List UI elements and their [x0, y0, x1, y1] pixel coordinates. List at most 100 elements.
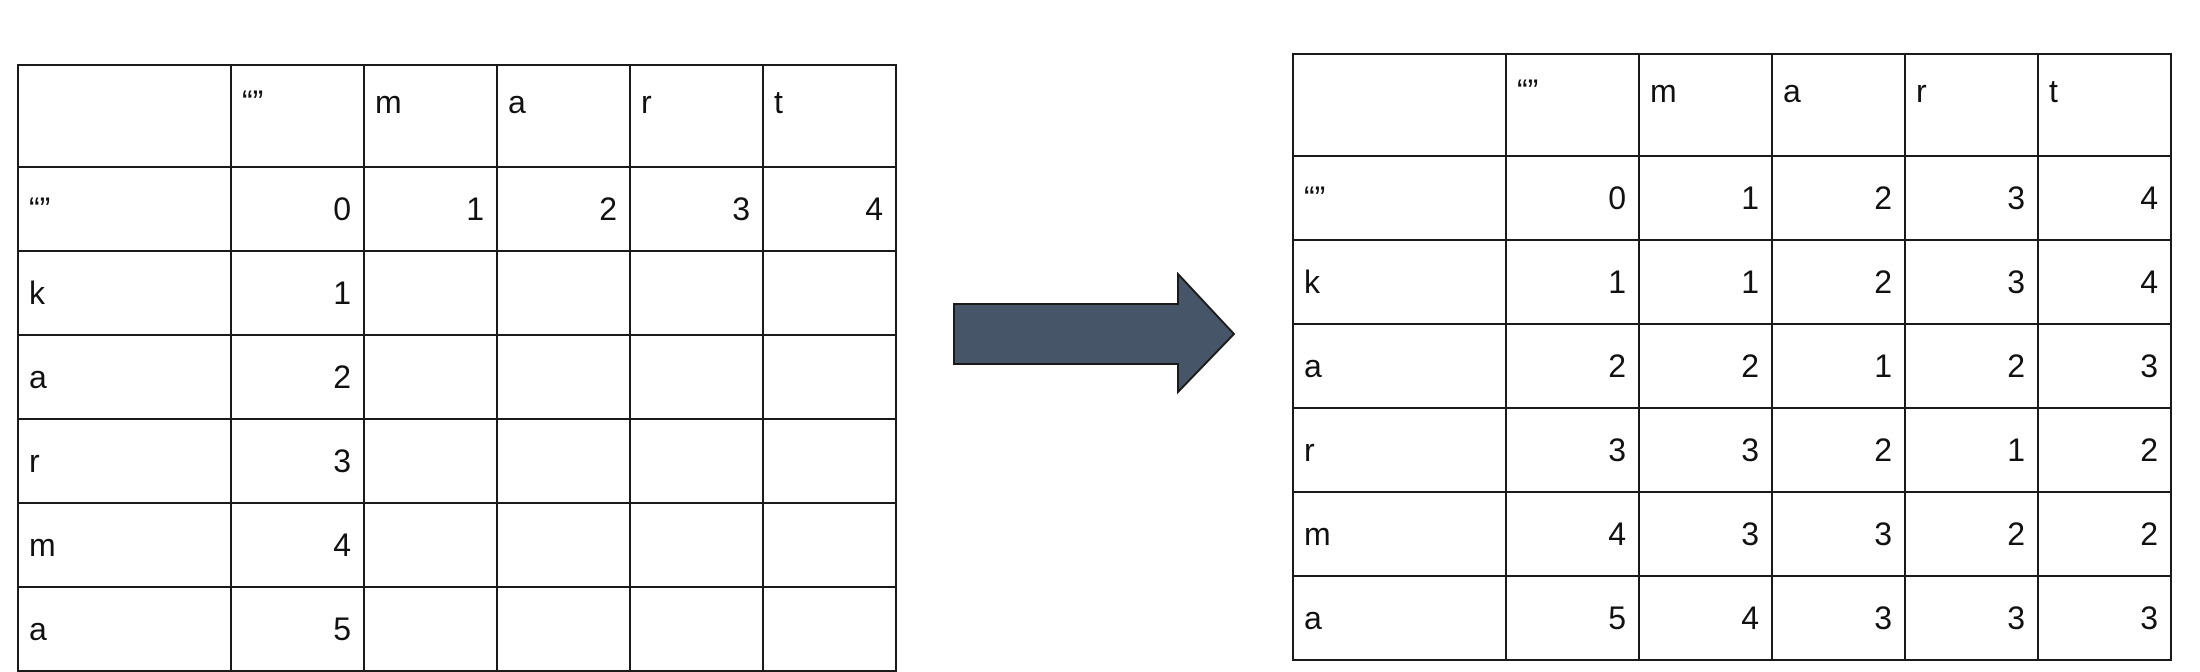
row-header: m [17, 502, 232, 588]
column-header: r [629, 64, 764, 168]
table-cell [762, 250, 897, 336]
table-cell: 1 [230, 250, 365, 336]
column-header: “” [1505, 53, 1640, 157]
table-cell: 2 [1638, 323, 1773, 409]
table-cell: 2 [1771, 155, 1906, 241]
row-header: k [17, 250, 232, 336]
table-cell: 1 [363, 166, 498, 252]
table-cell: 2 [1771, 407, 1906, 493]
row-header: “” [1292, 155, 1507, 241]
table-cell [762, 334, 897, 420]
row-header: a [1292, 323, 1507, 409]
table-cell: 5 [230, 586, 365, 672]
table-cell [496, 334, 631, 420]
table-cell [363, 250, 498, 336]
table-cell [762, 586, 897, 672]
table-cell: 3 [1638, 407, 1773, 493]
column-header: a [496, 64, 631, 168]
table-cell [496, 418, 631, 504]
table-cell: 3 [1771, 491, 1906, 577]
table-cell [762, 502, 897, 588]
table-cell: 2 [1904, 323, 2039, 409]
column-header: “” [230, 64, 365, 168]
table-cell [629, 334, 764, 420]
table-cell: 3 [1771, 575, 1906, 661]
table-cell: 3 [1904, 155, 2039, 241]
table-cell: 1 [1638, 239, 1773, 325]
table-cell: 2 [496, 166, 631, 252]
table-cell: 3 [1505, 407, 1640, 493]
row-header: a [1292, 575, 1507, 661]
table-cell: 4 [230, 502, 365, 588]
table-cell: 1 [1638, 155, 1773, 241]
table-cell [629, 586, 764, 672]
right-arrow-icon [953, 272, 1236, 395]
table-cell [629, 250, 764, 336]
table-cell: 3 [1904, 575, 2039, 661]
table-cell: 3 [2037, 575, 2172, 661]
table-cell: 0 [1505, 155, 1640, 241]
table-cell [629, 502, 764, 588]
row-header: a [17, 334, 232, 420]
table-cell: 2 [2037, 407, 2172, 493]
table-cell: 3 [1904, 239, 2039, 325]
row-header: k [1292, 239, 1507, 325]
table-cell: 3 [1638, 491, 1773, 577]
arrow-shape [953, 272, 1236, 395]
corner-cell [17, 64, 232, 168]
table-cell [496, 502, 631, 588]
column-header: r [1904, 53, 2039, 157]
table-cell: 2 [1505, 323, 1640, 409]
table-cell: 1 [1505, 239, 1640, 325]
table-cell: 2 [2037, 491, 2172, 577]
table-cell: 2 [1771, 239, 1906, 325]
row-header: r [17, 418, 232, 504]
table-cell: 4 [1638, 575, 1773, 661]
column-header: m [363, 64, 498, 168]
table-cell [496, 586, 631, 672]
table-cell: 2 [230, 334, 365, 420]
table-cell [363, 418, 498, 504]
column-header: m [1638, 53, 1773, 157]
column-header: a [1771, 53, 1906, 157]
table-cell: 3 [629, 166, 764, 252]
row-header: m [1292, 491, 1507, 577]
table-cell: 4 [762, 166, 897, 252]
table-cell [762, 418, 897, 504]
table-cell: 1 [1904, 407, 2039, 493]
row-header: “” [17, 166, 232, 252]
table-cell [496, 250, 631, 336]
table-cell [363, 586, 498, 672]
table-cell [363, 334, 498, 420]
table-cell: 4 [1505, 491, 1640, 577]
table-cell: 0 [230, 166, 365, 252]
table-cell: 5 [1505, 575, 1640, 661]
table-cell: 4 [2037, 239, 2172, 325]
table-cell: 4 [2037, 155, 2172, 241]
column-header: t [2037, 53, 2172, 157]
row-header: a [17, 586, 232, 672]
table-cell: 1 [1771, 323, 1906, 409]
table-cell: 2 [1904, 491, 2039, 577]
row-header: r [1292, 407, 1507, 493]
corner-cell [1292, 53, 1507, 157]
table-cell: 3 [230, 418, 365, 504]
table-cell [363, 502, 498, 588]
